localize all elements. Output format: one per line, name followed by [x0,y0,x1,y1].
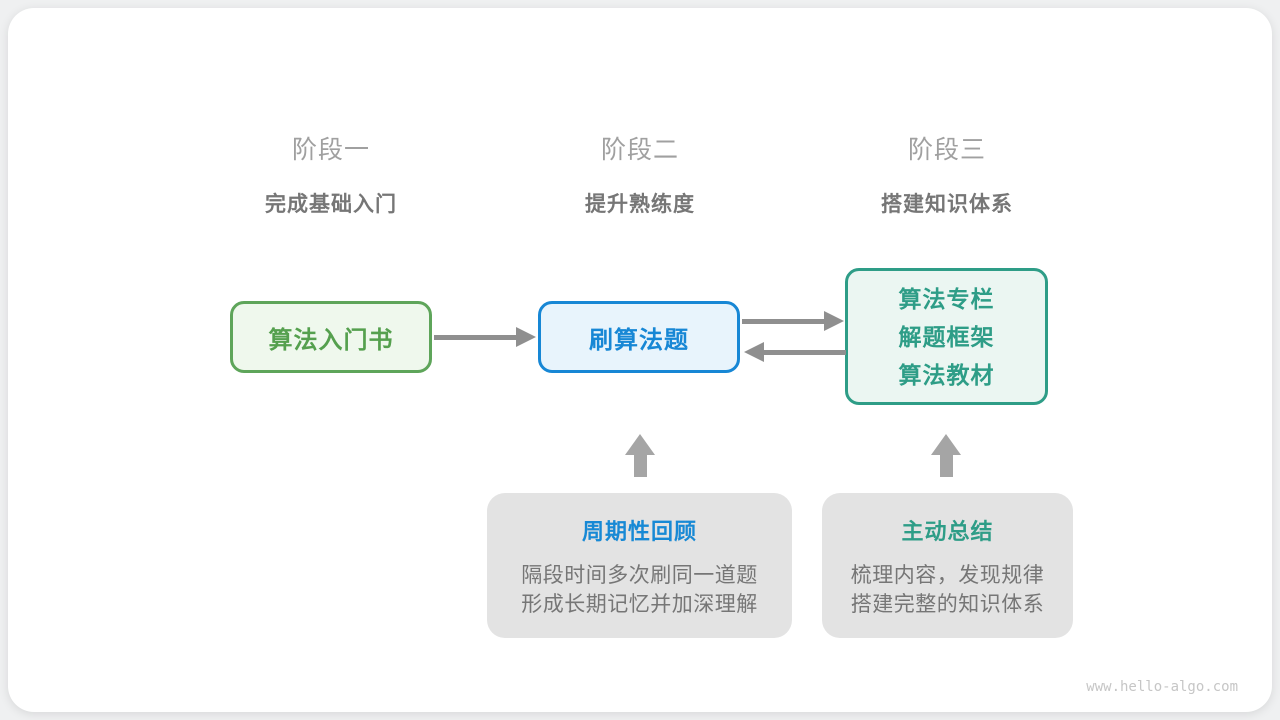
node-resource-line-1: 算法专栏 [898,285,995,312]
stage-3-subtitle: 搭建知识体系 [881,193,1013,216]
note-periodic-review-line-2: 形成长期记忆并加深理解 [521,593,758,616]
note-active-summary-body: 梳理内容，发现规律 搭建完整的知识体系 [822,561,1073,619]
up-arrow-review-icon [625,434,655,477]
stage-header-2: 阶段二 提升熟练度 [480,130,800,218]
stage-header-1: 阶段一 完成基础入门 [171,130,491,218]
arrow-resources-to-practice-icon [744,342,846,362]
stage-1-subtitle: 完成基础入门 [265,193,397,216]
watermark-url: www.hello-algo.com [1086,679,1238,695]
stage-2-subtitle: 提升熟练度 [585,193,695,216]
note-active-summary-line-2: 搭建完整的知识体系 [850,593,1045,616]
stage-2-title: 阶段二 [600,136,679,164]
arrow-practice-to-resources-icon [742,311,844,331]
node-resource-line-2: 解题框架 [898,323,995,350]
note-periodic-review-body: 隔段时间多次刷同一道题 形成长期记忆并加深理解 [487,561,792,619]
node-intro-book-label: 算法入门书 [268,326,394,354]
node-intro-book: 算法入门书 [230,301,432,373]
note-active-summary-title: 主动总结 [901,519,994,544]
stage-3-title: 阶段三 [907,136,986,164]
note-active-summary-line-1: 梳理内容，发现规律 [850,564,1045,587]
note-active-summary: 主动总结 梳理内容，发现规律 搭建完整的知识体系 [822,493,1073,638]
note-periodic-review-title: 周期性回顾 [581,519,697,544]
up-arrow-summarize-icon [931,434,961,477]
stage-1-title: 阶段一 [291,136,370,164]
note-periodic-review-line-1: 隔段时间多次刷同一道题 [521,564,758,587]
node-knowledge-resources: 算法专栏 解题框架 算法教材 [845,268,1048,405]
node-practice-problems: 刷算法题 [538,301,740,373]
stage-header-3: 阶段三 搭建知识体系 [787,130,1107,218]
node-practice-problems-label: 刷算法题 [589,326,689,354]
arrow-intro-to-practice-icon [434,327,536,347]
node-resource-line-3: 算法教材 [898,361,995,388]
note-periodic-review: 周期性回顾 隔段时间多次刷同一道题 形成长期记忆并加深理解 [487,493,792,638]
